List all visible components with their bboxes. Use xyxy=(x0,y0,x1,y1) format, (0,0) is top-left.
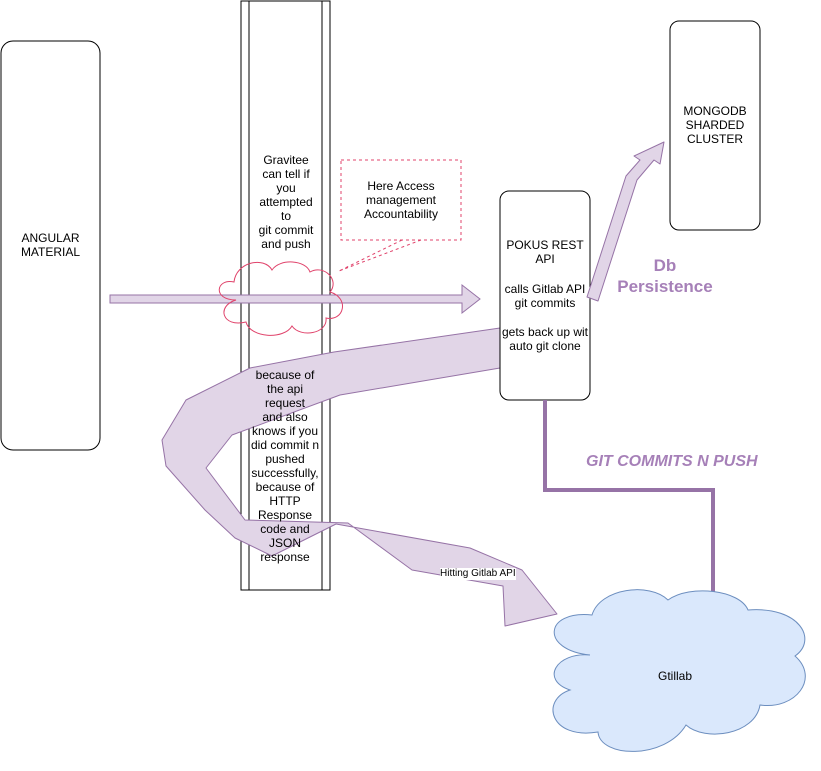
gitlab-label: Gtillab xyxy=(657,669,692,683)
angular-material-box xyxy=(0,40,101,451)
db-persistence-label: Db Persistence xyxy=(617,256,713,296)
callout-pointer xyxy=(338,239,422,272)
mongodb-box xyxy=(669,20,761,231)
pokus-calls-label: calls Gitlab API git commits xyxy=(504,282,586,310)
gravitee-top-label: Gravitee can tell if you attempted to gi… xyxy=(258,153,314,251)
request-arrow xyxy=(109,283,481,315)
pokus-clone-label: gets back up wit auto git clone xyxy=(501,325,589,353)
git-push-connector xyxy=(543,400,715,604)
gravitee-cloud xyxy=(218,261,343,336)
git-commits-label: GIT COMMITS N PUSH xyxy=(586,453,758,470)
pokus-title-label: POKUS REST API xyxy=(506,238,584,266)
callout-label: Here Access management Accountability xyxy=(363,179,439,221)
angular-material-label: ANGULAR MATERIAL xyxy=(20,231,81,259)
return-arrow-to-gitlab xyxy=(161,327,558,627)
mongodb-label: MONGODB SHARDED CLUSTER xyxy=(683,104,747,146)
hitting-gitlab-api-label: Hitting Gitlab API xyxy=(440,568,516,580)
gravitee-bottom-label: because of the api request and also know… xyxy=(250,368,320,564)
gitlab-cloud xyxy=(552,589,806,752)
persistence-arrow xyxy=(586,141,665,302)
